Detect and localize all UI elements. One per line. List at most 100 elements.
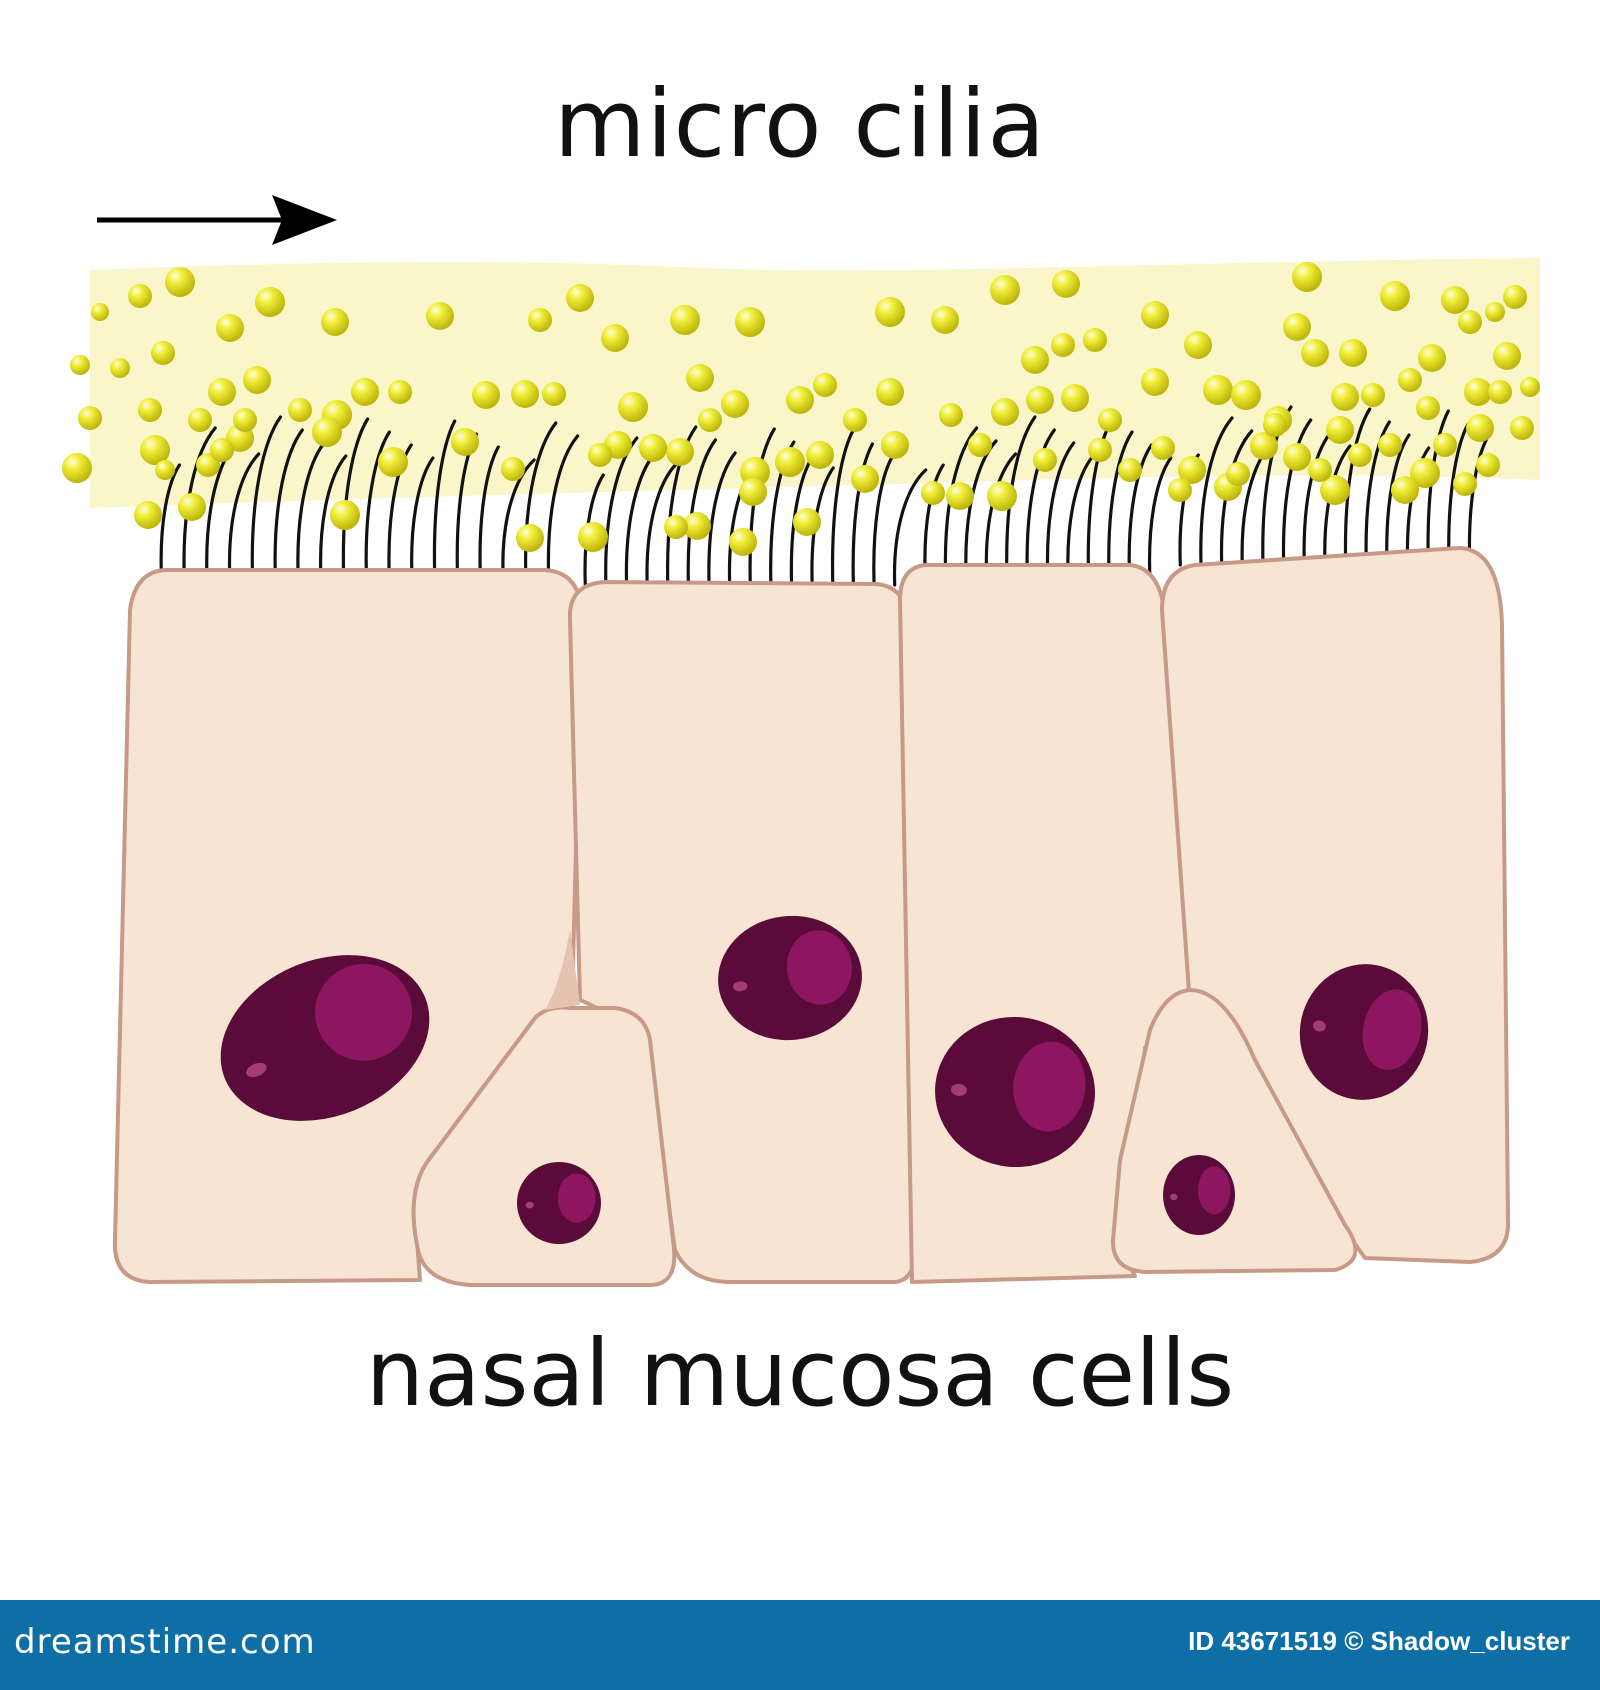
nucleus-highlight xyxy=(1362,989,1422,1070)
mucus-particle xyxy=(618,392,648,422)
small-nucleus xyxy=(517,1162,601,1244)
cilium xyxy=(159,463,181,577)
micro-cilia-label: micro cilia xyxy=(554,70,1046,179)
cilium xyxy=(1107,430,1134,577)
mucus-particle xyxy=(786,386,814,414)
mucus-particle xyxy=(1326,416,1354,444)
mucus-particle xyxy=(233,408,257,432)
mucus-particle xyxy=(378,447,408,477)
cilium xyxy=(1045,441,1076,577)
nucleus xyxy=(1299,964,1429,1100)
mucus-particle xyxy=(1292,262,1322,292)
mucus-particle xyxy=(91,303,109,321)
nucleus-highlight xyxy=(557,1173,596,1223)
cilium xyxy=(410,456,435,577)
mucus-particle xyxy=(1178,456,1206,484)
cilium xyxy=(892,468,928,587)
mucus-particle xyxy=(208,378,236,406)
mucus-particle xyxy=(875,297,905,327)
mucus-particle xyxy=(735,307,765,337)
mucus-particle xyxy=(1416,396,1440,420)
mucus-particle xyxy=(1168,478,1192,502)
flow-direction-arrow xyxy=(97,195,337,245)
mucus-particle xyxy=(1331,383,1359,411)
mucus-particle xyxy=(990,275,1020,305)
footer-logo: dreamstime.com xyxy=(14,1622,316,1662)
mucus-particle xyxy=(851,465,879,493)
mucus-particle xyxy=(110,358,130,378)
mucus-particle xyxy=(351,378,379,406)
mucus-particle xyxy=(243,366,271,394)
nucleus xyxy=(935,1016,1095,1168)
cilium xyxy=(546,434,580,577)
mucus-particle xyxy=(1503,285,1527,309)
mucus-particle xyxy=(151,341,175,365)
cilium xyxy=(872,455,894,587)
mucus-particle xyxy=(388,380,412,404)
mucus-particle xyxy=(1476,453,1500,477)
mucus-particle xyxy=(1203,375,1233,405)
mucus-particle xyxy=(1088,438,1112,462)
nucleus-spot xyxy=(733,981,748,992)
mucus-particle xyxy=(1378,433,1402,457)
mucus-particle xyxy=(155,460,175,480)
mucus-particle xyxy=(1141,301,1169,329)
cilium xyxy=(273,428,304,577)
cilium xyxy=(341,417,370,577)
mucus-particle xyxy=(698,408,722,432)
nucleus xyxy=(718,915,862,1041)
mucus-particle xyxy=(1061,384,1089,412)
cilium xyxy=(250,415,283,577)
mucus-particle xyxy=(968,433,992,457)
cilium xyxy=(1385,433,1411,567)
mucus-particle xyxy=(1466,414,1494,442)
cilium xyxy=(1127,443,1153,577)
mucus-particles xyxy=(62,262,1540,556)
mucus-particle xyxy=(1052,270,1080,298)
mucus-particle xyxy=(1283,443,1311,471)
cilium xyxy=(296,441,326,577)
mucus-particle xyxy=(1339,339,1367,367)
mucus-particle xyxy=(1098,408,1122,432)
mucus-particle xyxy=(330,500,360,530)
mucus-particle xyxy=(140,435,170,465)
cilium xyxy=(686,438,717,587)
mucus-particle xyxy=(566,284,594,312)
footer-bar: dreamstime.com ID 43671519 © Shadow_clus… xyxy=(0,1600,1600,1690)
mucus-particle xyxy=(1464,378,1492,406)
mucus-particle xyxy=(288,398,312,422)
mucus-particle xyxy=(1458,310,1482,334)
mucus-particle xyxy=(1453,472,1477,496)
cilium xyxy=(478,445,500,577)
mucus-particle xyxy=(188,408,212,432)
mucus-particle xyxy=(921,481,945,505)
mucus-particle xyxy=(1263,413,1287,437)
nucleus-spot xyxy=(1313,1020,1326,1032)
mucus-particle xyxy=(312,417,342,447)
mucus-particle xyxy=(1398,368,1422,392)
mucus-particle xyxy=(1348,443,1372,467)
cells-group xyxy=(112,546,1511,1287)
mucus-particle xyxy=(165,267,195,297)
mucus-particle xyxy=(1418,344,1446,372)
mucus-particle xyxy=(739,478,767,506)
cilium xyxy=(1066,454,1095,577)
mucus-particle xyxy=(1021,346,1049,374)
mucus-particle xyxy=(216,314,244,342)
cilium xyxy=(1364,420,1391,567)
mucus-particle xyxy=(939,403,963,427)
cilium xyxy=(830,429,855,587)
mucus-particle xyxy=(128,284,152,308)
mucus-particle xyxy=(1488,380,1512,404)
cilium xyxy=(227,452,261,577)
nucleus xyxy=(220,955,430,1121)
mucus-particle xyxy=(1250,432,1278,460)
mucus-particle xyxy=(1485,302,1505,322)
mucus-particle xyxy=(721,390,749,418)
nucleus-highlight xyxy=(786,930,852,1005)
cilium xyxy=(1025,428,1056,577)
mucus-particle xyxy=(196,453,220,477)
cilium xyxy=(501,458,536,577)
mucus-particle xyxy=(1520,377,1540,397)
mucus-particle xyxy=(472,381,500,409)
